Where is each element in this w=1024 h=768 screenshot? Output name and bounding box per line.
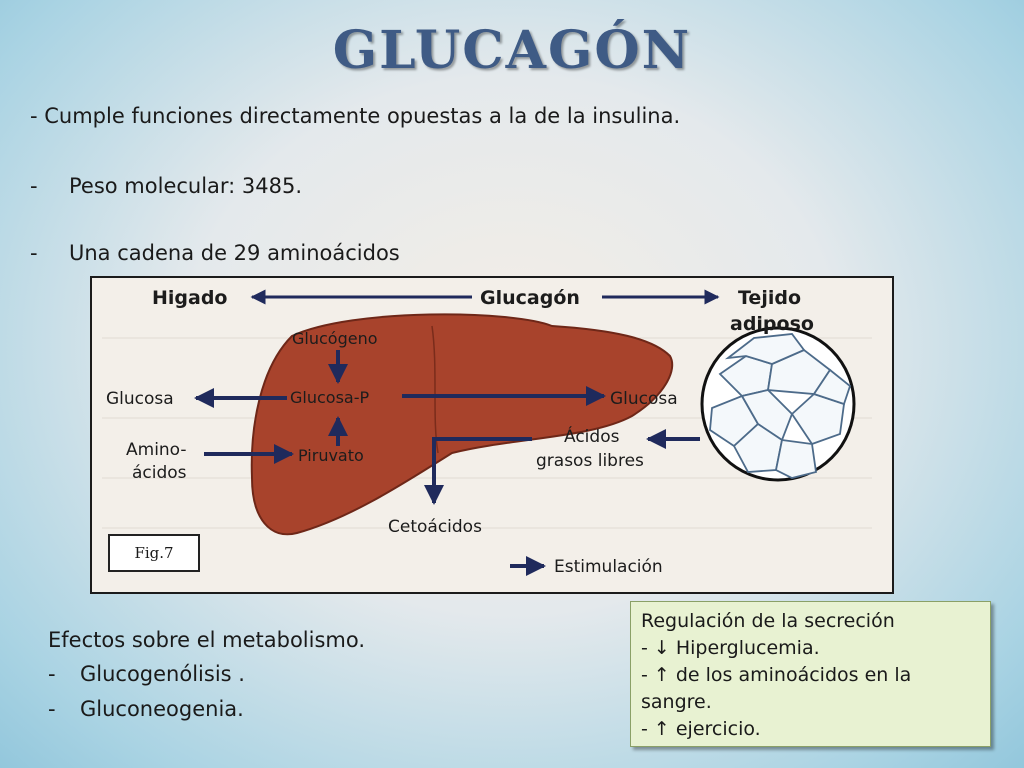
label-pyruvate: Piruvato <box>298 446 364 465</box>
figure-number-label: Fig.7 <box>108 534 200 572</box>
label-glucagon: Glucagón <box>480 287 580 309</box>
regulation-item: - ↓ Hiperglucemia. <box>641 635 980 662</box>
label-fatty-acids-1: Ácidos <box>564 425 620 447</box>
bullet-dash: - <box>30 241 38 265</box>
label-glucose-left: Glucosa <box>106 389 174 409</box>
regulation-item: - ↑ de los aminoácidos en la sangre. <box>641 662 980 716</box>
label-adipose: adiposo <box>730 313 814 335</box>
label-amino-1: Amino- <box>126 440 187 460</box>
effect-item: Gluconeogenia. <box>80 697 244 721</box>
label-glucose-p: Glucosa-P <box>290 388 369 407</box>
text-line-function: - Cumple funciones directamente opuestas… <box>30 104 680 128</box>
bullet-dash: - <box>30 174 38 198</box>
bullet-dash: - <box>48 662 56 686</box>
bullet-dash: - <box>48 697 56 721</box>
label-ketoacids: Cetoácidos <box>388 517 482 537</box>
label-glycogen: Glucógeno <box>292 329 378 348</box>
label-fatty-acids-2: grasos libres <box>536 451 644 471</box>
label-amino-2: ácidos <box>132 463 187 483</box>
label-liver: Higado <box>152 287 228 309</box>
regulation-title: Regulación de la secreción <box>641 608 980 635</box>
label-stimulation: Estimulación <box>554 557 663 577</box>
glucagon-figure: Higado Glucagón Tejido adiposo Glucógeno… <box>90 276 894 594</box>
effect-item: Glucogenólisis . <box>80 662 245 686</box>
label-tissue: Tejido <box>738 287 801 309</box>
regulation-box: Regulación de la secreción - ↓ Hipergluc… <box>630 601 991 747</box>
effects-heading: Efectos sobre el metabolismo. <box>48 628 365 652</box>
slide-title: GLUCAGÓN <box>0 20 1024 81</box>
regulation-item: - ↑ ejercicio. <box>641 716 980 743</box>
label-glucose-right: Glucosa <box>610 389 678 409</box>
text-line-amino-chain: Una cadena de 29 aminoácidos <box>69 241 400 265</box>
glucagon-diagram: Higado Glucagón Tejido adiposo Glucógeno… <box>92 278 892 592</box>
adipose-tissue <box>702 328 854 480</box>
text-line-molecular-weight: Peso molecular: 3485. <box>69 174 302 198</box>
